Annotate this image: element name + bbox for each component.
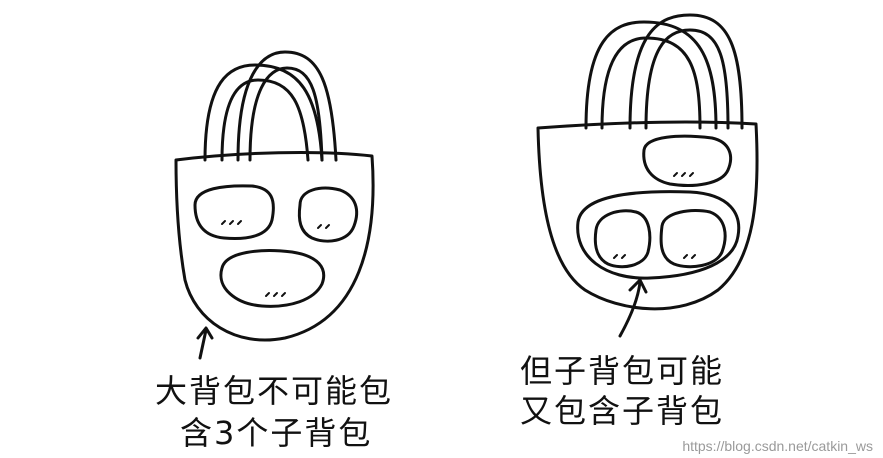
left-bag-handle-outer — [203, 63, 324, 162]
left-bag-handle-back — [236, 50, 338, 162]
left-bag-body — [174, 151, 375, 342]
right-caption-line-1: 但子背包可能 — [520, 352, 725, 390]
right-nested-bag-a — [593, 209, 652, 269]
right-sub-bag-container — [576, 190, 741, 280]
right-nested-bag-b — [659, 209, 727, 269]
left-sub-bag-3 — [219, 249, 325, 308]
right-bag-body — [536, 120, 759, 311]
watermark: https://blog.csdn.net/catkin_ws — [682, 438, 873, 454]
left-caption-line-1: 大背包不可能包 — [155, 372, 394, 410]
left-caption-line-2: 含3个子背包 — [180, 414, 373, 452]
right-bag-handle-outer — [584, 20, 718, 130]
right-arrow — [618, 278, 648, 338]
left-bag-handle-inner — [220, 78, 310, 162]
right-bag-handle-inner — [600, 36, 702, 130]
right-bag-handle-back — [628, 13, 744, 130]
right-caption-line-2: 又包含子背包 — [520, 392, 725, 430]
right-bag — [536, 13, 759, 338]
right-sub-bag-top — [642, 134, 733, 187]
left-bag — [174, 50, 375, 360]
left-sub-bag-1 — [193, 184, 275, 240]
left-sub-bag-2 — [297, 186, 359, 243]
left-arrow — [196, 326, 214, 360]
